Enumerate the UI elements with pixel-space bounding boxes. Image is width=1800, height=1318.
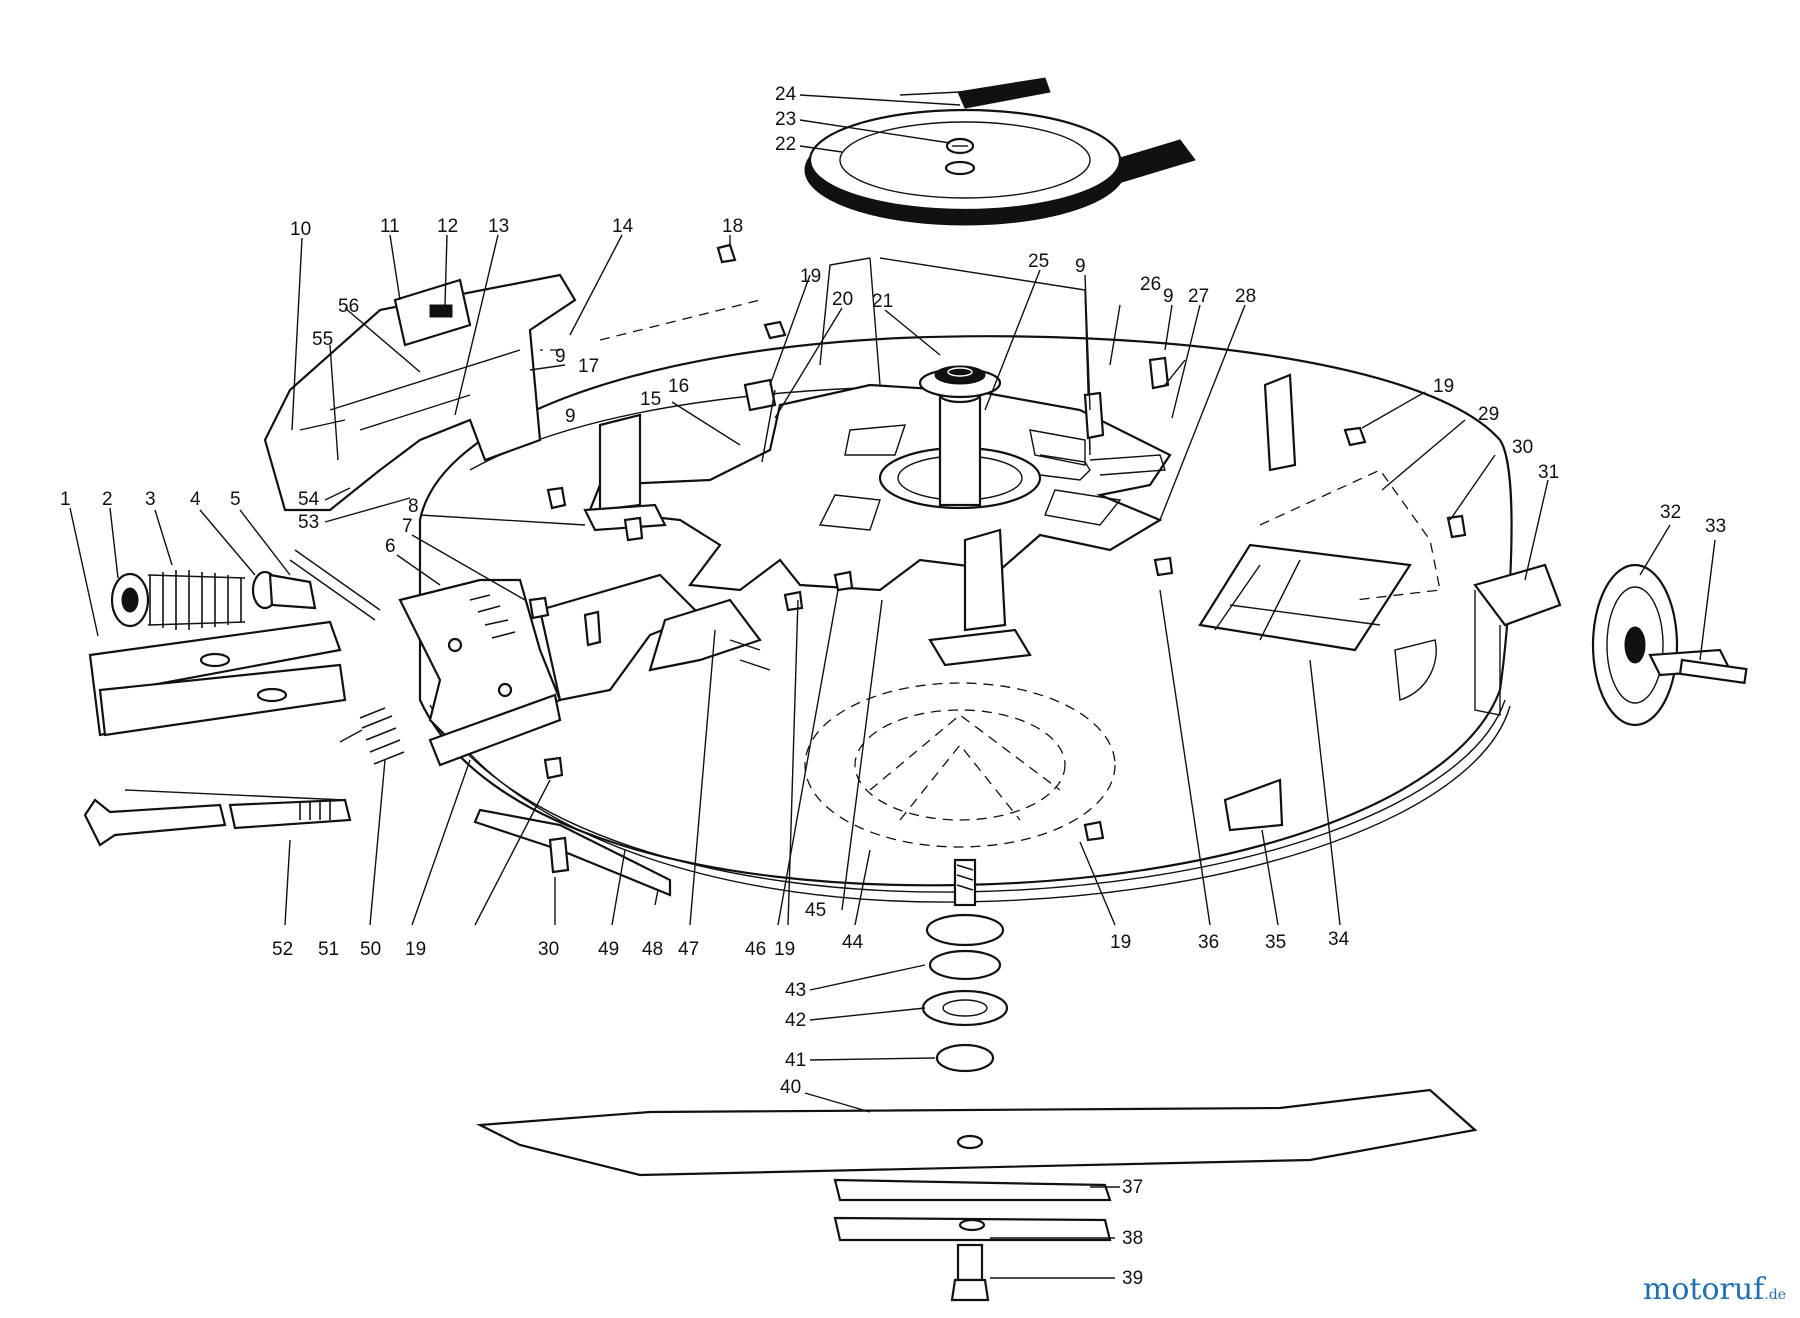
callout-52: 52 [272,939,293,960]
blade-bolt [950,1243,990,1302]
callout-30-a: 30 [1512,437,1533,458]
callout-55: 55 [312,329,333,350]
callout-19-b: 19 [1433,376,1454,397]
callout-45: 45 [805,900,826,921]
callout-2: 2 [102,489,113,510]
callout-12: 12 [437,216,458,237]
callout-9-c: 9 [1163,286,1174,307]
mount-bracket-47 [648,598,771,672]
callout-22: 22 [775,134,796,155]
callout-20: 20 [832,289,853,310]
adjust-rod [83,798,352,847]
callout-51: 51 [318,939,339,960]
callout-16: 16 [668,376,689,397]
deck-decal [1198,543,1412,652]
callout-39: 39 [1122,1268,1143,1289]
callout-19-a: 19 [800,266,821,287]
callout-27: 27 [1188,286,1209,307]
callout-10: 10 [290,219,311,240]
watermark-brand: motoruf [1642,1272,1765,1307]
callout-24: 24 [775,84,797,105]
callout-3: 3 [145,489,156,510]
callout-4: 4 [190,489,201,510]
callout-11: 11 [380,216,400,237]
blade-pulley [804,108,1126,226]
callout-30-b: 30 [538,939,559,960]
callout-6: 6 [385,536,396,557]
adjuster-bolt [251,549,381,621]
callout-40: 40 [780,1077,801,1098]
callout-14: 14 [612,216,634,237]
callout-50: 50 [360,939,381,960]
watermark-logo: motoruf.de [1643,1272,1786,1307]
callout-38: 38 [1122,1228,1143,1249]
watermark-suffix: .de [1764,1287,1786,1303]
callout-31: 31 [1538,462,1559,483]
callout-56: 56 [338,296,359,317]
height-adjust-bracket [88,620,347,737]
callout-32: 32 [1660,502,1681,523]
callout-46: 46 [745,939,766,960]
callout-44: 44 [842,932,864,953]
callout-54: 54 [298,489,320,510]
callout-49: 49 [598,939,619,960]
callout-21: 21 [872,291,893,312]
blade-adapter [833,1178,1112,1242]
callout-36: 36 [1198,932,1219,953]
callout-25: 25 [1028,251,1049,272]
callout-43: 43 [785,980,806,1001]
callout-53: 53 [298,512,319,533]
callout-19-c: 19 [405,939,426,960]
callout-17: 17 [578,356,599,377]
callout-7: 7 [402,516,413,537]
callout-15: 15 [640,389,661,410]
callout-35: 35 [1265,932,1286,953]
deck-wheel [1473,563,1748,727]
spindle-stack [921,858,1009,1073]
callout-42: 42 [785,1010,806,1031]
callout-19-e: 19 [1110,932,1131,953]
callout-47: 47 [678,939,699,960]
front-posts [583,373,1297,667]
callout-9-d: 9 [555,346,566,367]
callout-48: 48 [642,939,663,960]
callout-41: 41 [785,1050,806,1071]
callout-9-b: 9 [1075,256,1086,277]
callout-13: 13 [488,216,509,237]
callout-37: 37 [1122,1177,1143,1198]
callout-labels: 1 2 3 4 5 6 7 8 9 9 9 9 10 11 12 13 14 1… [60,84,1726,1289]
lift-plate [398,573,702,767]
callout-23: 23 [775,109,796,130]
discharge-chute [263,273,577,512]
spindle-shaft [918,365,1002,507]
extension-spring [339,707,405,765]
mower-blade [475,1088,1478,1177]
compression-spring [110,570,246,630]
callout-28: 28 [1235,286,1256,307]
leader-lines [69,94,1716,1279]
hardware-nuts [528,243,1467,874]
callout-18: 18 [722,216,743,237]
callout-29: 29 [1478,404,1499,425]
callout-33: 33 [1705,516,1726,537]
callout-8: 8 [408,496,419,517]
callout-34: 34 [1328,929,1350,950]
callout-1: 1 [60,489,71,510]
callout-26: 26 [1140,274,1161,295]
callout-9-a: 9 [565,406,576,427]
callout-5: 5 [230,489,241,510]
callout-19-d: 19 [774,939,795,960]
